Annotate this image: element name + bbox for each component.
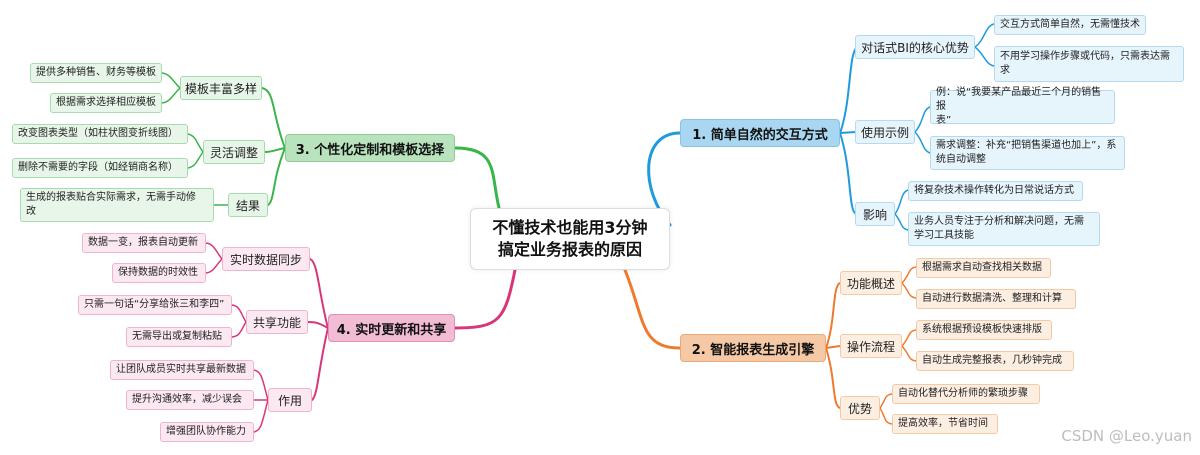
connector-b1-s1-l2 [974,46,995,67]
connector-b1-s2-l1 [914,106,931,133]
branch-1-leaf[interactable]: 交互方式简单自然，无需懂技术 [994,15,1146,35]
branch-4-sub-realtime-sync[interactable]: 实时数据同步 [222,247,310,271]
watermark: CSDN @Leo.yuan [1061,427,1192,445]
branch-4-leaf[interactable]: 提升沟通效率，减少误会 [126,390,254,410]
connector-b3-s1-l2 [161,87,181,104]
connector-b2-s3-l2 [879,407,893,425]
leaf-text: 业务人员专注于分析和解决问题，无需 [914,216,1084,227]
branch-2-leaf[interactable]: 自动化替代分析师的繁琐步骤 [892,384,1040,404]
branch-1-sub-impact[interactable]: 影响 [855,202,895,226]
central-topic-line1: 不懂技术也能用3分钟 [492,218,648,237]
connector-b4-s3-l3 [253,399,269,433]
branch-4-leaf[interactable]: 只需一句话“分享给张三和李四” [78,295,232,315]
branch-3-leaf[interactable]: 改变图表类型（如柱状图变折线图） [12,124,188,144]
branch-1-leaf[interactable]: 不用学习操作步骤或代码，只需表达需求 [994,46,1184,82]
connector-b2 [623,268,682,350]
connector-b4-s1 [309,258,329,329]
branch-2-leaf[interactable]: 自动生成完整报表，几秒钟完成 [916,351,1074,371]
branch-3-leaf[interactable]: 生成的报表贴合实际需求，无需手动修改 [20,188,214,222]
connector-b1-s2-l2 [914,131,931,154]
branch-4-leaf[interactable]: 保持数据的时效性 [112,263,206,283]
leaf-text: 例：说“我要某产品最近三个月的销售报 [936,87,1102,112]
connector-b3-s2 [264,147,286,153]
branch-4-leaf[interactable]: 增强团队协作能力 [160,422,254,442]
branch-4-sub-sharing[interactable]: 共享功能 [246,310,308,334]
branch-3-leaf[interactable]: 根据需求选择相应模板 [50,93,162,113]
branch-1-leaf[interactable]: 业务人员专注于分析和解决问题，无需学习工具技能 [908,212,1100,246]
leaf-text: 统自动调整 [936,154,986,165]
connector-b2-s3 [825,347,841,409]
leaf-text: 不用学习操作步骤或代码，只需表达需 [1000,51,1170,62]
connector-b2-s1 [825,282,841,349]
connector-b3-s2-l1 [187,133,204,153]
branch-1-leaf[interactable]: 将复杂技术操作转化为日常说话方式 [908,181,1083,201]
branch-2-sub-advantage[interactable]: 优势 [840,396,880,420]
connector-b4-s3 [311,327,329,401]
connector-b4 [453,268,517,330]
connector-b4-s3-l1 [253,369,269,401]
connector-b3-s1-l1 [161,72,181,89]
branch-1-sub-core-advantage[interactable]: 对话式BI的核心优势 [855,35,975,59]
connector-b1-s3-l1 [894,189,909,215]
branch-2-leaf[interactable]: 系统根据预设模板快速排版 [916,320,1052,340]
connector-b3-s2-l2 [187,151,204,169]
branch-4-leaf[interactable]: 无需导出或复制粘贴 [126,327,232,347]
connector-b3 [453,146,502,214]
branch-3-sub-templates[interactable]: 模板丰富多样 [180,76,262,100]
leaf-text: 求 [1000,65,1010,76]
branch-2-leaf[interactable]: 根据需求自动查找相关数据 [916,258,1051,278]
branch-2-sub-workflow[interactable]: 操作流程 [840,334,902,358]
connector-b2-s2-l2 [901,345,917,362]
branch-3-sub-flexible[interactable]: 灵活调整 [203,140,265,164]
central-topic[interactable]: 不懂技术也能用3分钟 搞定业务报表的原因 [470,208,670,270]
branch-3-leaf[interactable]: 删除不需要的字段（如经销商名称） [12,158,188,178]
connector-b1-s2 [839,131,857,134]
connector-b4-s2-l2 [231,321,247,338]
connector-b2-s2 [825,345,841,349]
connector-b4-s2 [307,321,329,329]
branch-4-leaf[interactable]: 让团队成员实时共享最新数据 [110,360,254,380]
branch-4-sub-effect[interactable]: 作用 [268,388,312,412]
branch-2-sub-overview[interactable]: 功能概述 [840,271,902,295]
branch-3-sub-result[interactable]: 结果 [228,193,268,217]
branch-1-sub-usage-example[interactable]: 使用示例 [855,120,915,144]
branch-3-topic[interactable]: 3. 个性化定制和模板选择 [285,134,455,162]
connector-b2-s3-l1 [879,393,893,409]
connector-b1-s3-l2 [894,213,909,231]
connector-b4-s1-l2 [205,258,223,274]
leaf-text: 需求调整：补充“把销售渠道也加上”，系 [936,140,1117,151]
branch-2-leaf[interactable]: 自动进行数据清洗、整理和计算 [916,289,1076,309]
connector-b3-s1 [261,87,286,149]
connector-b4-s1-l1 [205,242,223,260]
branch-1-topic[interactable]: 1. 简单自然的交互方式 [680,119,840,147]
leaf-text: 表” [936,115,952,126]
connector-b2-s2-l1 [901,329,917,347]
connector-b3-s3 [267,147,286,206]
central-topic-line2: 搞定业务报表的原因 [497,240,642,259]
branch-4-topic[interactable]: 4. 实时更新和共享 [328,314,455,342]
branch-1-leaf[interactable]: 例：说“我要某产品最近三个月的销售报表” [930,87,1115,126]
leaf-text: 生成的报表贴合实际需求，无需手动修 [26,192,196,203]
leaf-text: 学习工具技能 [914,230,974,241]
branch-2-topic[interactable]: 2. 智能报表生成引擎 [680,334,826,362]
connector-b4-s2-l1 [231,304,247,323]
connector-b2-s1-l1 [901,266,917,284]
connector-b1-s3 [839,132,857,215]
branch-3-leaf[interactable]: 提供多种销售、财务等模板 [30,63,162,83]
leaf-text: 改 [26,206,36,217]
branch-2-leaf[interactable]: 提高效率，节省时间 [892,414,998,434]
branch-1-leaf[interactable]: 需求调整：补充“把销售渠道也加上”，系统自动调整 [930,136,1125,170]
connector-b2-s1-l2 [901,282,917,299]
branch-4-leaf[interactable]: 数据一变，报表自动更新 [82,233,206,253]
connector-b1-s1-l1 [974,23,995,48]
